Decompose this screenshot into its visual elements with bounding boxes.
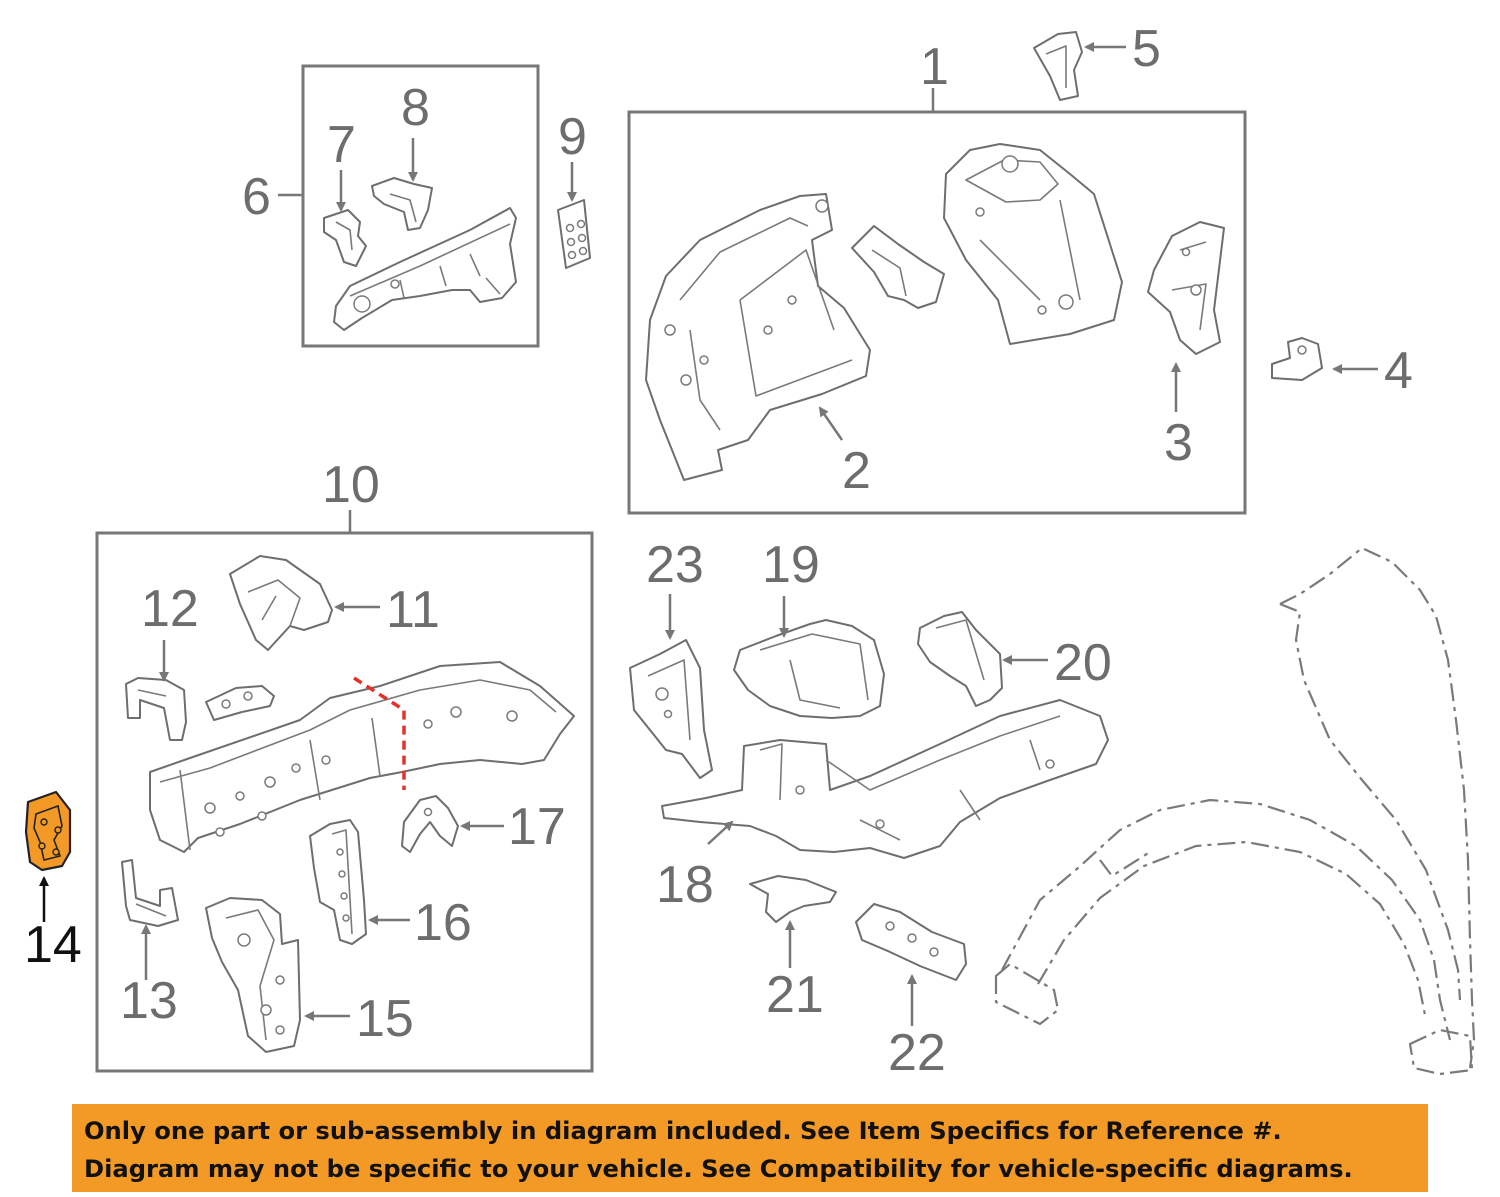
part-3[interactable] <box>1147 221 1225 355</box>
part-22[interactable] <box>855 903 967 981</box>
part-15[interactable] <box>205 897 301 1053</box>
callout-20[interactable]: 20 <box>1054 634 1112 692</box>
part-4[interactable] <box>1271 337 1323 381</box>
disclaimer-line-2: Diagram may not be specific to your vehi… <box>84 1155 1353 1183</box>
group-box-1 <box>627 88 1247 515</box>
callout-7[interactable]: 7 <box>327 116 356 174</box>
frame-rail <box>149 661 575 853</box>
part-8[interactable] <box>371 177 433 231</box>
callout-9[interactable]: 9 <box>558 108 587 166</box>
part-2[interactable] <box>645 193 871 481</box>
arrow-2 <box>818 406 844 441</box>
callout-18[interactable]: 18 <box>656 856 714 914</box>
callout-21[interactable]: 21 <box>766 966 824 1024</box>
part-16[interactable] <box>309 819 367 945</box>
callout-12[interactable]: 12 <box>141 580 199 638</box>
parts-diagram: 6 7 8 9 1 <box>24 20 1476 1082</box>
part-23[interactable] <box>629 639 713 779</box>
part-21[interactable] <box>749 875 837 923</box>
part-19[interactable] <box>733 619 885 719</box>
callout-8[interactable]: 8 <box>401 79 430 137</box>
callout-5[interactable]: 5 <box>1132 20 1161 78</box>
callout-15[interactable]: 15 <box>356 990 414 1048</box>
disclaimer-line-1: Only one part or sub-assembly in diagram… <box>84 1117 1282 1145</box>
group-box-6 <box>278 64 540 348</box>
strut-tower <box>943 143 1123 345</box>
callout-6[interactable]: 6 <box>242 168 271 226</box>
callout-11[interactable]: 11 <box>386 581 440 639</box>
part-17[interactable] <box>401 795 459 853</box>
part-20[interactable] <box>917 611 1003 707</box>
callout-14[interactable]: 14 <box>24 916 82 974</box>
callout-23[interactable]: 23 <box>646 536 704 594</box>
part-18[interactable] <box>661 699 1109 859</box>
arrow-18 <box>707 820 734 845</box>
part-5[interactable] <box>1033 31 1083 101</box>
callout-1[interactable]: 1 <box>920 38 949 96</box>
callout-3[interactable]: 3 <box>1164 414 1193 472</box>
cut-line <box>353 676 406 790</box>
callout-16[interactable]: 16 <box>414 894 472 952</box>
callout-13[interactable]: 13 <box>120 972 178 1030</box>
callout-22[interactable]: 22 <box>888 1024 946 1082</box>
part-7[interactable] <box>323 209 367 267</box>
callout-10[interactable]: 10 <box>322 456 380 514</box>
part-13[interactable] <box>121 859 179 927</box>
callout-17[interactable]: 17 <box>508 798 566 856</box>
callout-2[interactable]: 2 <box>842 442 871 500</box>
part-12[interactable] <box>125 677 187 741</box>
part-14[interactable] <box>24 790 72 872</box>
plate-small <box>205 685 275 721</box>
callout-4[interactable]: 4 <box>1384 342 1413 400</box>
fender-outline <box>994 546 1476 1076</box>
callout-19[interactable]: 19 <box>762 536 820 594</box>
part-11[interactable] <box>229 555 333 651</box>
part-9[interactable] <box>557 199 591 269</box>
bracket-inner <box>851 225 945 309</box>
rail-assembly <box>333 207 517 331</box>
group-box-10 <box>95 510 594 1073</box>
disclaimer-banner: Only one part or sub-assembly in diagram… <box>72 1104 1428 1192</box>
